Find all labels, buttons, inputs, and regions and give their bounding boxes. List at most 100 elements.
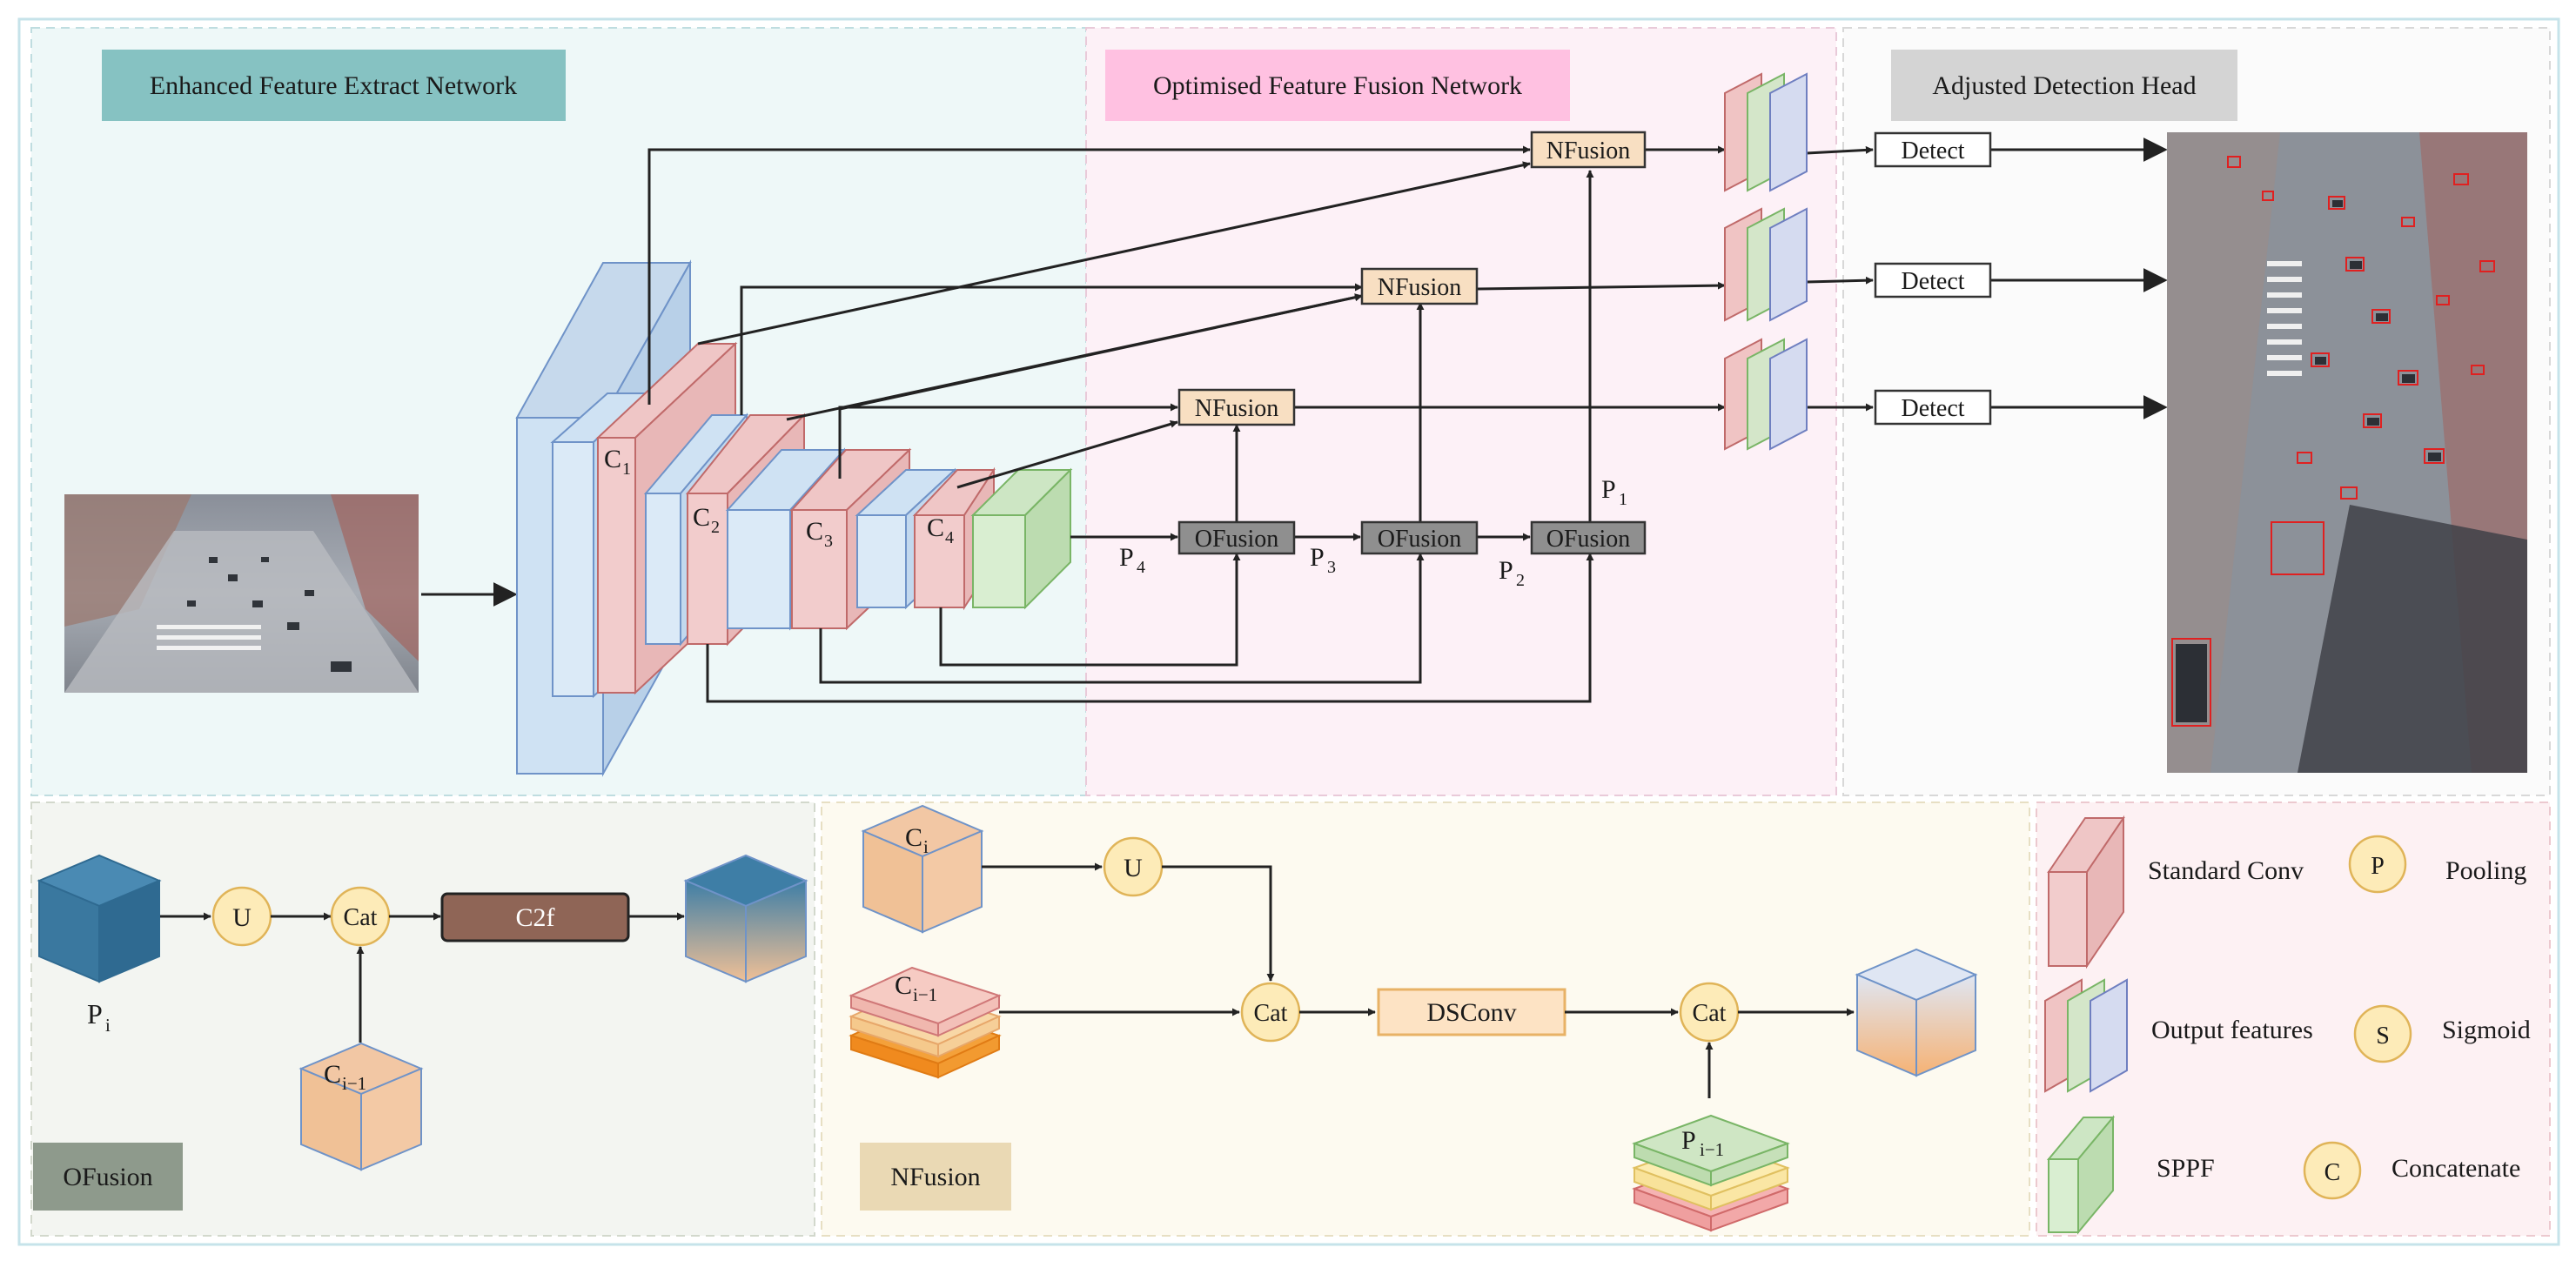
label-pi: P i <box>87 998 111 1036</box>
svg-text:C2f: C2f <box>516 903 555 932</box>
svg-text:P: P <box>1310 543 1325 572</box>
ofusion-output-cube <box>683 854 808 983</box>
svg-text:1: 1 <box>1619 490 1627 509</box>
sppf-block <box>970 467 1073 610</box>
label-p3: P 3 <box>1310 543 1336 577</box>
output-features-bottom <box>1724 338 1808 451</box>
detection-result-image <box>2167 132 2527 773</box>
detect-box-bottom[interactable]: Detect <box>1874 389 1992 426</box>
label-ci-1-ofusion: C i−1 <box>324 1060 366 1094</box>
label-p2: P 2 <box>1499 556 1525 590</box>
output-features-top <box>1724 72 1808 192</box>
svg-text:P: P <box>87 998 103 1030</box>
svg-text:Adjusted Detection Head: Adjusted Detection Head <box>1932 71 2196 100</box>
nfusion-cat-node-1[interactable]: Cat <box>1240 982 1301 1043</box>
legend-pooling-symbol: P <box>2348 835 2407 894</box>
svg-text:4: 4 <box>1137 558 1145 577</box>
label-ci: C i <box>905 823 929 857</box>
svg-text:P: P <box>1119 543 1134 572</box>
nfusion-dsconv-block[interactable]: DSConv <box>1377 988 1566 1036</box>
svg-text:3: 3 <box>824 532 833 551</box>
extract-title: Enhanced Feature Extract Network <box>102 50 566 121</box>
svg-text:NFusion: NFusion <box>1195 395 1278 422</box>
svg-text:Detect: Detect <box>1901 138 1964 164</box>
svg-text:2: 2 <box>711 518 720 537</box>
ofusion-cat-node[interactable]: Cat <box>330 886 391 947</box>
svg-text:Cat: Cat <box>1693 1000 1727 1027</box>
legend-sigmoid-label: Sigmoid <box>2442 1016 2531 1044</box>
svg-text:2: 2 <box>1516 571 1525 590</box>
legend-output-features-label: Output features <box>2151 1016 2313 1044</box>
ofusion-node-3[interactable]: OFusion <box>1530 520 1647 555</box>
svg-text:Cat: Cat <box>1254 1000 1288 1027</box>
nfusion-cat-node-2[interactable]: Cat <box>1679 982 1740 1043</box>
legend-pooling-label: Pooling <box>2445 856 2526 885</box>
fusion-title: Optimised Feature Fusion Network <box>1105 50 1570 121</box>
svg-text:C: C <box>905 823 922 852</box>
label-c1: C 1 <box>604 445 631 479</box>
svg-text:i−1: i−1 <box>913 984 937 1005</box>
svg-text:U: U <box>232 903 252 932</box>
label-p1: P 1 <box>1601 475 1627 509</box>
svg-text:P: P <box>1601 475 1616 504</box>
nfusion-node-middle[interactable]: NFusion <box>1360 267 1479 305</box>
legend-sigmoid-symbol: S <box>2353 1004 2412 1063</box>
head-title: Adjusted Detection Head <box>1891 50 2237 121</box>
detect-box-top[interactable]: Detect <box>1874 131 1992 168</box>
svg-text:NFusion: NFusion <box>1378 274 1461 301</box>
nfusion-node-bottom[interactable]: NFusion <box>1177 388 1296 426</box>
label-c4: C 4 <box>927 513 954 547</box>
ofusion-input-cube-pi <box>37 854 162 983</box>
ofusion-input-cube-ci-1 <box>299 1042 424 1171</box>
svg-text:DSConv: DSConv <box>1426 998 1516 1027</box>
svg-text:Enhanced Feature Extract Netwo: Enhanced Feature Extract Network <box>150 71 517 100</box>
detect-box-middle[interactable]: Detect <box>1874 262 1992 298</box>
legend-concatenate-label: Concatenate <box>2392 1154 2520 1183</box>
svg-text:OFusion: OFusion <box>1195 526 1278 553</box>
svg-text:C: C <box>895 971 912 1000</box>
svg-text:C: C <box>324 1060 341 1089</box>
ofusion-panel-title: OFusion <box>33 1143 183 1211</box>
svg-text:i−1: i−1 <box>1700 1139 1724 1160</box>
nfusion-arrow-2 <box>1162 865 1275 982</box>
legend-sppf-swatch <box>2046 1115 2116 1235</box>
svg-text:C: C <box>2324 1159 2341 1186</box>
svg-text:i−1: i−1 <box>342 1073 366 1094</box>
nfusion-input-cube-ci <box>861 804 984 934</box>
svg-text:P: P <box>1681 1126 1696 1155</box>
ofusion-node-1[interactable]: OFusion <box>1177 520 1296 555</box>
label-p4: P 4 <box>1119 543 1145 577</box>
svg-text:Detect: Detect <box>1901 395 1964 422</box>
svg-text:4: 4 <box>945 528 954 547</box>
svg-text:C: C <box>693 503 710 532</box>
label-pi-1: P i−1 <box>1681 1126 1724 1160</box>
svg-text:OFusion: OFusion <box>1378 526 1461 553</box>
nfusion-output-cube <box>1855 948 1978 1077</box>
svg-text:U: U <box>1124 854 1143 882</box>
svg-text:i: i <box>105 1015 111 1036</box>
svg-text:Optimised Feature Fusion Netwo: Optimised Feature Fusion Network <box>1153 71 1522 100</box>
legend-standard-conv-label: Standard Conv <box>2148 856 2304 885</box>
svg-text:3: 3 <box>1327 558 1336 577</box>
label-c3: C 3 <box>806 517 833 551</box>
svg-text:P: P <box>1499 556 1513 585</box>
nfusion-node-top[interactable]: NFusion <box>1530 131 1647 169</box>
svg-text:NFusion: NFusion <box>1546 138 1630 164</box>
svg-text:C: C <box>604 445 621 473</box>
svg-text:i: i <box>923 836 929 857</box>
label-ci-1-nfusion: C i−1 <box>895 971 937 1005</box>
input-image <box>64 494 419 693</box>
nfusion-u-node[interactable]: U <box>1103 836 1164 897</box>
svg-text:P: P <box>2371 853 2385 880</box>
nfusion-panel-title: NFusion <box>860 1143 1011 1211</box>
svg-text:C: C <box>927 513 944 542</box>
svg-text:OFusion: OFusion <box>1546 526 1630 553</box>
svg-text:Cat: Cat <box>344 904 378 931</box>
svg-text:NFusion: NFusion <box>890 1163 980 1191</box>
label-c2: C 2 <box>693 503 720 537</box>
legend-output-features-swatch <box>2044 978 2128 1093</box>
ofusion-node-2[interactable]: OFusion <box>1360 520 1479 555</box>
ofusion-u-node[interactable]: U <box>211 886 272 947</box>
ofusion-c2f-block[interactable]: C2f <box>440 892 630 942</box>
